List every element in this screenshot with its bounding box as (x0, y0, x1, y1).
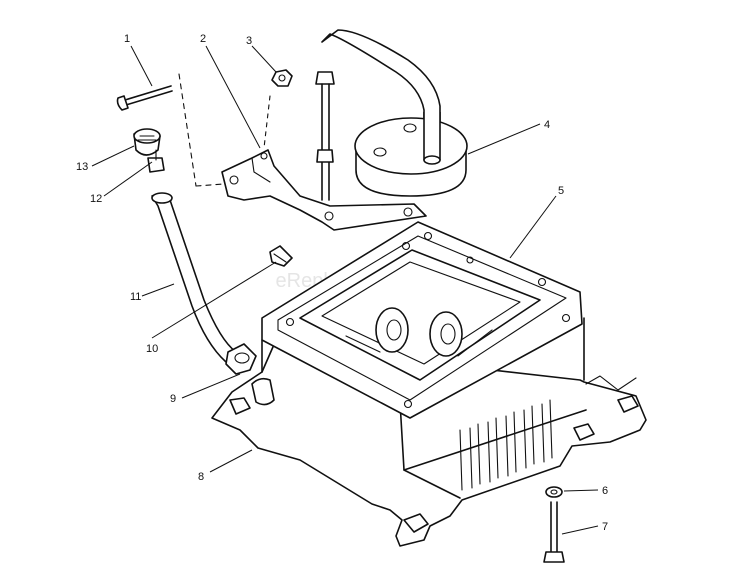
callout-1: 1 (124, 33, 130, 45)
leader-lines (91, 45, 599, 535)
part-1-screw (116, 85, 173, 111)
part-11-dipstick-tube (151, 192, 237, 363)
part-9-tube-fitting (225, 343, 257, 375)
callout-13: 13 (76, 161, 88, 173)
bracket-bolt (315, 71, 335, 201)
callout-10: 10 (146, 343, 158, 355)
part-2-bracket (178, 73, 427, 231)
callout-9: 9 (170, 393, 176, 405)
callout-11: 11 (130, 291, 141, 303)
part-12-dipstick-seal (147, 149, 165, 173)
callout-8: 8 (198, 471, 204, 483)
callout-12: 12 (90, 193, 102, 205)
part-8-oil-sump (211, 317, 647, 547)
part-13-dipstick-cap (133, 128, 161, 156)
part-7-bolt (543, 501, 565, 563)
callout-4: 4 (544, 119, 550, 131)
callout-3: 3 (246, 35, 252, 47)
callout-6: 6 (602, 485, 608, 497)
callout-7: 7 (602, 521, 608, 533)
callout-2: 2 (200, 33, 206, 45)
callout-labels: 1 2 3 4 5 6 7 8 9 10 11 12 13 (76, 33, 608, 533)
part-5-gasket-and-housing (261, 221, 583, 419)
part-6-washer (545, 486, 563, 498)
part-3-nut (271, 69, 293, 87)
part-10-plug (269, 245, 293, 267)
part-4-breather-assembly (321, 29, 468, 197)
callout-5: 5 (558, 185, 564, 197)
